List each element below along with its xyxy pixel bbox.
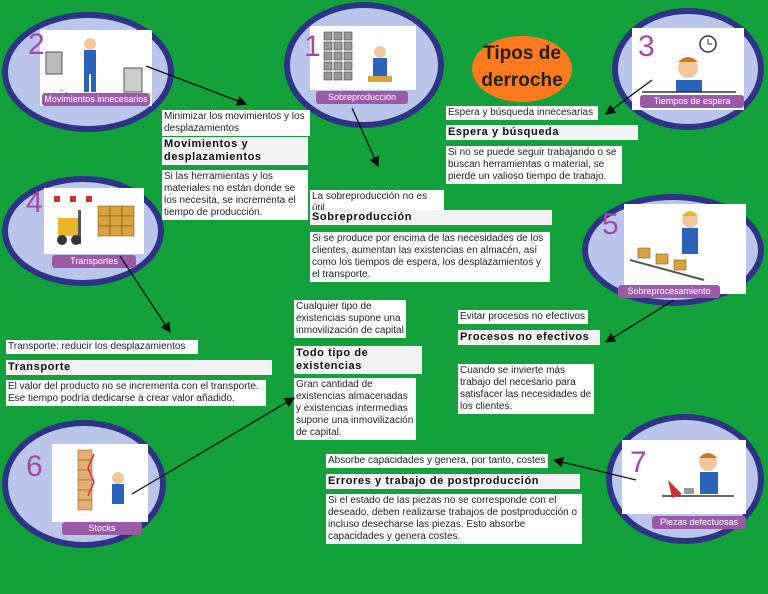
node-label: Stocks [62, 522, 142, 535]
movimientos-body: Si las herramientas y los materiales no … [162, 170, 308, 220]
errores-body: Si el estado de las piezas no se corresp… [326, 494, 582, 544]
errores-intro: Absorbe capacidades y genera, por tanto,… [326, 454, 548, 468]
sobreproduccion-heading: Sobreproducción [310, 210, 552, 225]
espera-intro: Espera y búsqueda innecesarias [446, 106, 598, 120]
node-number: 7 [630, 446, 647, 479]
transporte-body: El valor del producto no se incrementa c… [6, 380, 266, 406]
node-label: Movimientos innecesarios [42, 93, 150, 106]
procesos-body: Cuando se invierte más trabajo del neces… [458, 364, 594, 414]
transporte-heading: Transporte [6, 360, 272, 375]
existencias-heading: Todo tipo de existencias [294, 346, 422, 374]
arrow-espera [604, 79, 653, 115]
piezas-illustration [622, 440, 746, 514]
procesos-heading: Procesos no efectivos [458, 330, 600, 345]
forklift-icon [54, 196, 135, 245]
node-number: 1 [304, 30, 321, 63]
errores-heading: Errores y trabajo de postproducción [326, 474, 580, 489]
movimientos-heading: Movimientos y desplazamientos [162, 137, 308, 165]
transportes-illustration [44, 188, 144, 254]
node-number: 2 [28, 28, 45, 61]
sobreprocesamiento-illustration [624, 204, 746, 294]
node-label: Piezas defectuosas [652, 516, 746, 529]
existencias-body: Gran cantidad de existencias almacenadas… [294, 378, 416, 440]
assembly-line-icon [629, 211, 705, 281]
stacked-shelves-icon [323, 31, 392, 82]
movimientos-intro: Minimizar los movimientos y los desplaza… [162, 110, 310, 136]
node-number: 6 [26, 450, 43, 483]
arrow-stocks [131, 397, 296, 495]
arrow-sobreproduccion [351, 107, 380, 168]
arrow-transporte [119, 255, 171, 334]
espera-body: Si no se puede seguir trabajando o se bu… [446, 146, 622, 184]
procesos-intro: Evitar procesos no efectivos [458, 310, 588, 324]
node-label: Tiempos de espera [640, 95, 744, 108]
stocks-illustration [52, 444, 148, 522]
waiting-clock-icon [642, 35, 736, 93]
node-label: Sobreproducción [316, 91, 408, 104]
defective-parts-icon [662, 453, 734, 498]
espera-heading: Espera y búsqueda [446, 125, 638, 140]
sobreproduccion-body: Si se produce por encima de las necesida… [310, 232, 550, 282]
node-label: Sobreprocesamiento [618, 285, 720, 298]
sobreproduccion-illustration [310, 26, 416, 90]
worker-walking-icon [45, 38, 143, 99]
stock-pile-icon [77, 449, 124, 511]
node-number: 4 [26, 186, 43, 219]
arrow-movimientos [145, 65, 248, 106]
transporte-intro: Transporte: reducir los desplazamientos [6, 340, 198, 354]
arrow-procesos [604, 299, 675, 343]
node-label: Transportes [52, 255, 136, 268]
arrow-errores [552, 457, 637, 481]
node-number: 5 [602, 208, 619, 241]
title-oval [472, 36, 572, 102]
diagram-title: Tipos de derroche [481, 43, 563, 91]
node-number: 3 [638, 30, 655, 63]
existencias-intro: Cualquier tipo de existencias supone una… [294, 300, 406, 338]
